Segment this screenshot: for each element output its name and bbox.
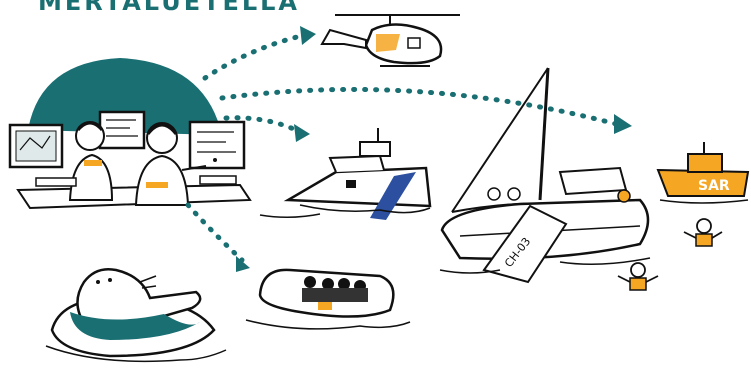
monitor-icon xyxy=(10,125,62,167)
swimmer-icon xyxy=(684,219,722,246)
monitor-icon xyxy=(100,112,144,148)
sailboat-icon: CH-03 xyxy=(442,68,648,282)
sar-boat-icon: SAR xyxy=(658,142,748,196)
helicopter-icon xyxy=(322,15,460,66)
sar-label: SAR xyxy=(698,178,730,194)
control-center xyxy=(10,58,250,208)
patrol-ship-icon xyxy=(288,128,430,220)
seal-icon xyxy=(46,269,226,361)
swimmer-icon xyxy=(618,263,658,290)
monitor-icon xyxy=(190,122,244,168)
inflatable-boat-icon xyxy=(246,270,410,329)
